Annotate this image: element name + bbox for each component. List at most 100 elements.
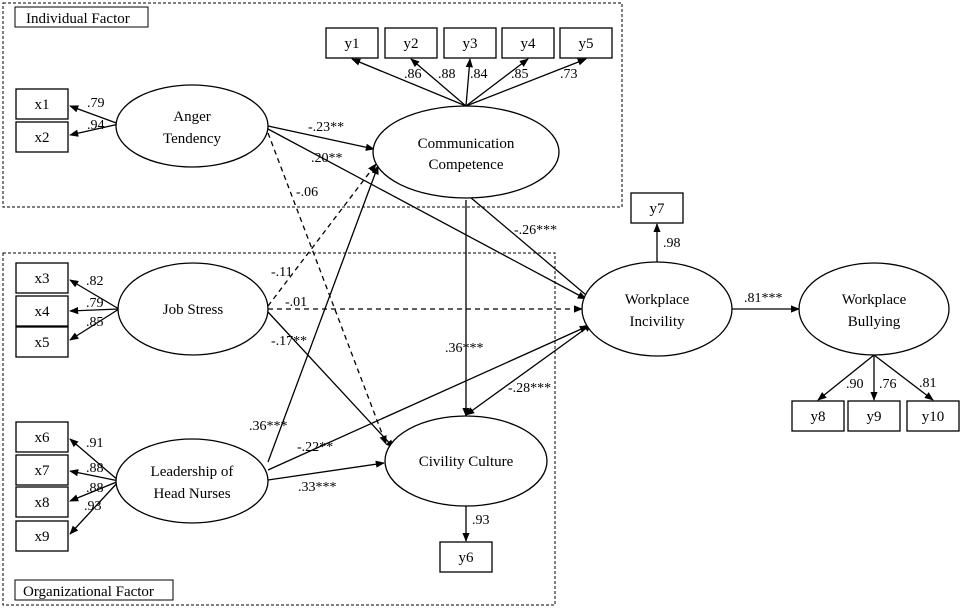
indicator-label-x9: x9 [35, 529, 50, 545]
indicator-label-y2: y2 [404, 36, 419, 52]
indicator-label-y3: y3 [463, 36, 478, 52]
path-anger-to-incivility [267, 128, 587, 300]
loading-arrow-x5 [69, 308, 120, 341]
path-leader-to-comm [267, 165, 379, 463]
svg-text:Job Stress: Job Stress [163, 302, 224, 318]
coef-job-comm: -.11 [271, 265, 293, 280]
coef-incivility-bullying: .81*** [744, 291, 783, 306]
loading-y9: .76 [879, 377, 897, 392]
loading-x9: .93 [84, 499, 102, 514]
indicator-label-x7: x7 [35, 463, 51, 479]
indicator-label-y5: y5 [579, 36, 594, 52]
path-anger-to-comm [267, 125, 375, 151]
loading-x3: .82 [86, 274, 104, 289]
path-civility-incivility [465, 323, 593, 416]
indicator-y9: y9 [847, 400, 901, 432]
indicator-label-x1: x1 [35, 97, 50, 113]
loading-y4: .85 [511, 67, 529, 82]
loading-y10: .81 [919, 376, 937, 391]
loading-arrow-y4 [465, 58, 529, 107]
svg-text:Tendency: Tendency [163, 131, 222, 147]
coef-comm-civility: .36*** [445, 341, 484, 356]
loading-y2: .88 [438, 67, 456, 82]
indicator-label-y8: y8 [811, 409, 826, 425]
svg-text:Workplace: Workplace [625, 292, 690, 308]
loading-y8: .90 [846, 377, 864, 392]
indicator-x2: x2 [15, 121, 69, 153]
path-leader-to-civility [267, 460, 385, 481]
indicator-label-y10: y10 [922, 409, 945, 425]
indicator-y1: y1 [325, 27, 379, 59]
latent-communication-competence: Communication Competence [372, 105, 560, 199]
indicator-x8: x8 [15, 486, 69, 518]
loading-arrow-x3 [69, 279, 120, 310]
loading-arrow-y1 [351, 58, 467, 107]
loading-arrow-y5 [465, 58, 587, 107]
path-anger-to-civility [267, 132, 387, 445]
latent-job-stress: Job Stress [117, 262, 269, 356]
loading-y3: .84 [470, 67, 488, 82]
measurement-model: x1.79x2.94x3.82x4.79x5.85x6.91x7.88x8.88… [15, 27, 960, 573]
indicator-y7: y7 [630, 192, 684, 224]
latent-workplace-bullying: Workplace Bullying [798, 262, 950, 356]
loading-x4: .79 [86, 296, 104, 311]
svg-text:Head Nurses: Head Nurses [153, 486, 230, 502]
coef-leader-civility: .33*** [298, 480, 337, 495]
latent-anger-tendency: Anger Tendency [115, 84, 269, 168]
loading-x1: .79 [87, 96, 105, 111]
organizational-factor-label: Organizational Factor [23, 584, 154, 600]
indicator-y6: y6 [439, 541, 493, 573]
indicator-label-y1: y1 [345, 36, 360, 52]
indicator-x4: x4 [15, 295, 69, 327]
indicator-label-y4: y4 [521, 36, 537, 52]
indicator-x1: x1 [15, 88, 69, 120]
loading-arrow-y8 [817, 354, 875, 401]
indicator-label-y7: y7 [650, 201, 666, 217]
organizational-factor-label-box [14, 579, 174, 601]
indicator-label-x4: x4 [35, 304, 51, 320]
loading-x7: .88 [86, 461, 104, 476]
latent-civility-culture: Civility Culture [384, 415, 548, 507]
svg-text:Bullying: Bullying [848, 314, 901, 330]
latent-leadership-of-head-nurses: Leadership of Head Nurses [115, 438, 269, 524]
loading-arrow-y3 [465, 58, 473, 107]
coef-anger-incivility: .20** [311, 151, 343, 166]
loading-arrow-x7 [69, 469, 120, 482]
svg-text:Competence: Competence [429, 157, 504, 173]
loading-x2: .94 [87, 118, 105, 133]
coef-civility-incivility: -.28*** [508, 381, 551, 396]
indicator-label-x3: x3 [35, 271, 50, 287]
coef-anger-comm: -.23** [308, 120, 344, 135]
loading-arrow-x1 [69, 105, 120, 125]
indicator-x6: x6 [15, 421, 69, 453]
loading-arrow-y2 [410, 58, 467, 107]
indicator-label-y9: y9 [867, 409, 882, 425]
indicator-label-x5: x5 [35, 335, 50, 351]
coef-comm-incivility: -.26*** [514, 223, 557, 238]
indicator-y8: y8 [791, 400, 845, 432]
indicator-label-x6: x6 [35, 430, 51, 446]
svg-text:Incivility: Incivility [630, 314, 685, 330]
coef-job-civility: -.17** [271, 334, 307, 349]
loading-y5: .73 [560, 67, 578, 82]
loading-arrow-x6 [69, 438, 120, 482]
structural-paths [267, 125, 800, 481]
indicator-label-y6: y6 [459, 550, 475, 566]
loading-y6: .93 [472, 513, 490, 528]
indicator-label-x2: x2 [35, 130, 50, 146]
loading-y1: .86 [404, 67, 422, 82]
coef-leader-incivility: -.22** [297, 440, 333, 455]
individual-factor-label-box [14, 6, 149, 28]
latent-workplace-incivility: Workplace Incivility [581, 261, 733, 357]
indicator-y4: y4 [501, 27, 555, 59]
svg-text:Communication: Communication [418, 136, 515, 152]
indicator-x9: x9 [15, 520, 69, 552]
coef-anger-civility: -.06 [296, 185, 318, 200]
loading-arrow-x9 [69, 480, 120, 535]
loading-arrow-x4 [69, 307, 120, 315]
indicator-label-x8: x8 [35, 495, 50, 511]
svg-text:Leadership of: Leadership of [151, 464, 234, 480]
loading-y7: .98 [663, 236, 681, 251]
indicator-y10: y10 [906, 400, 960, 432]
